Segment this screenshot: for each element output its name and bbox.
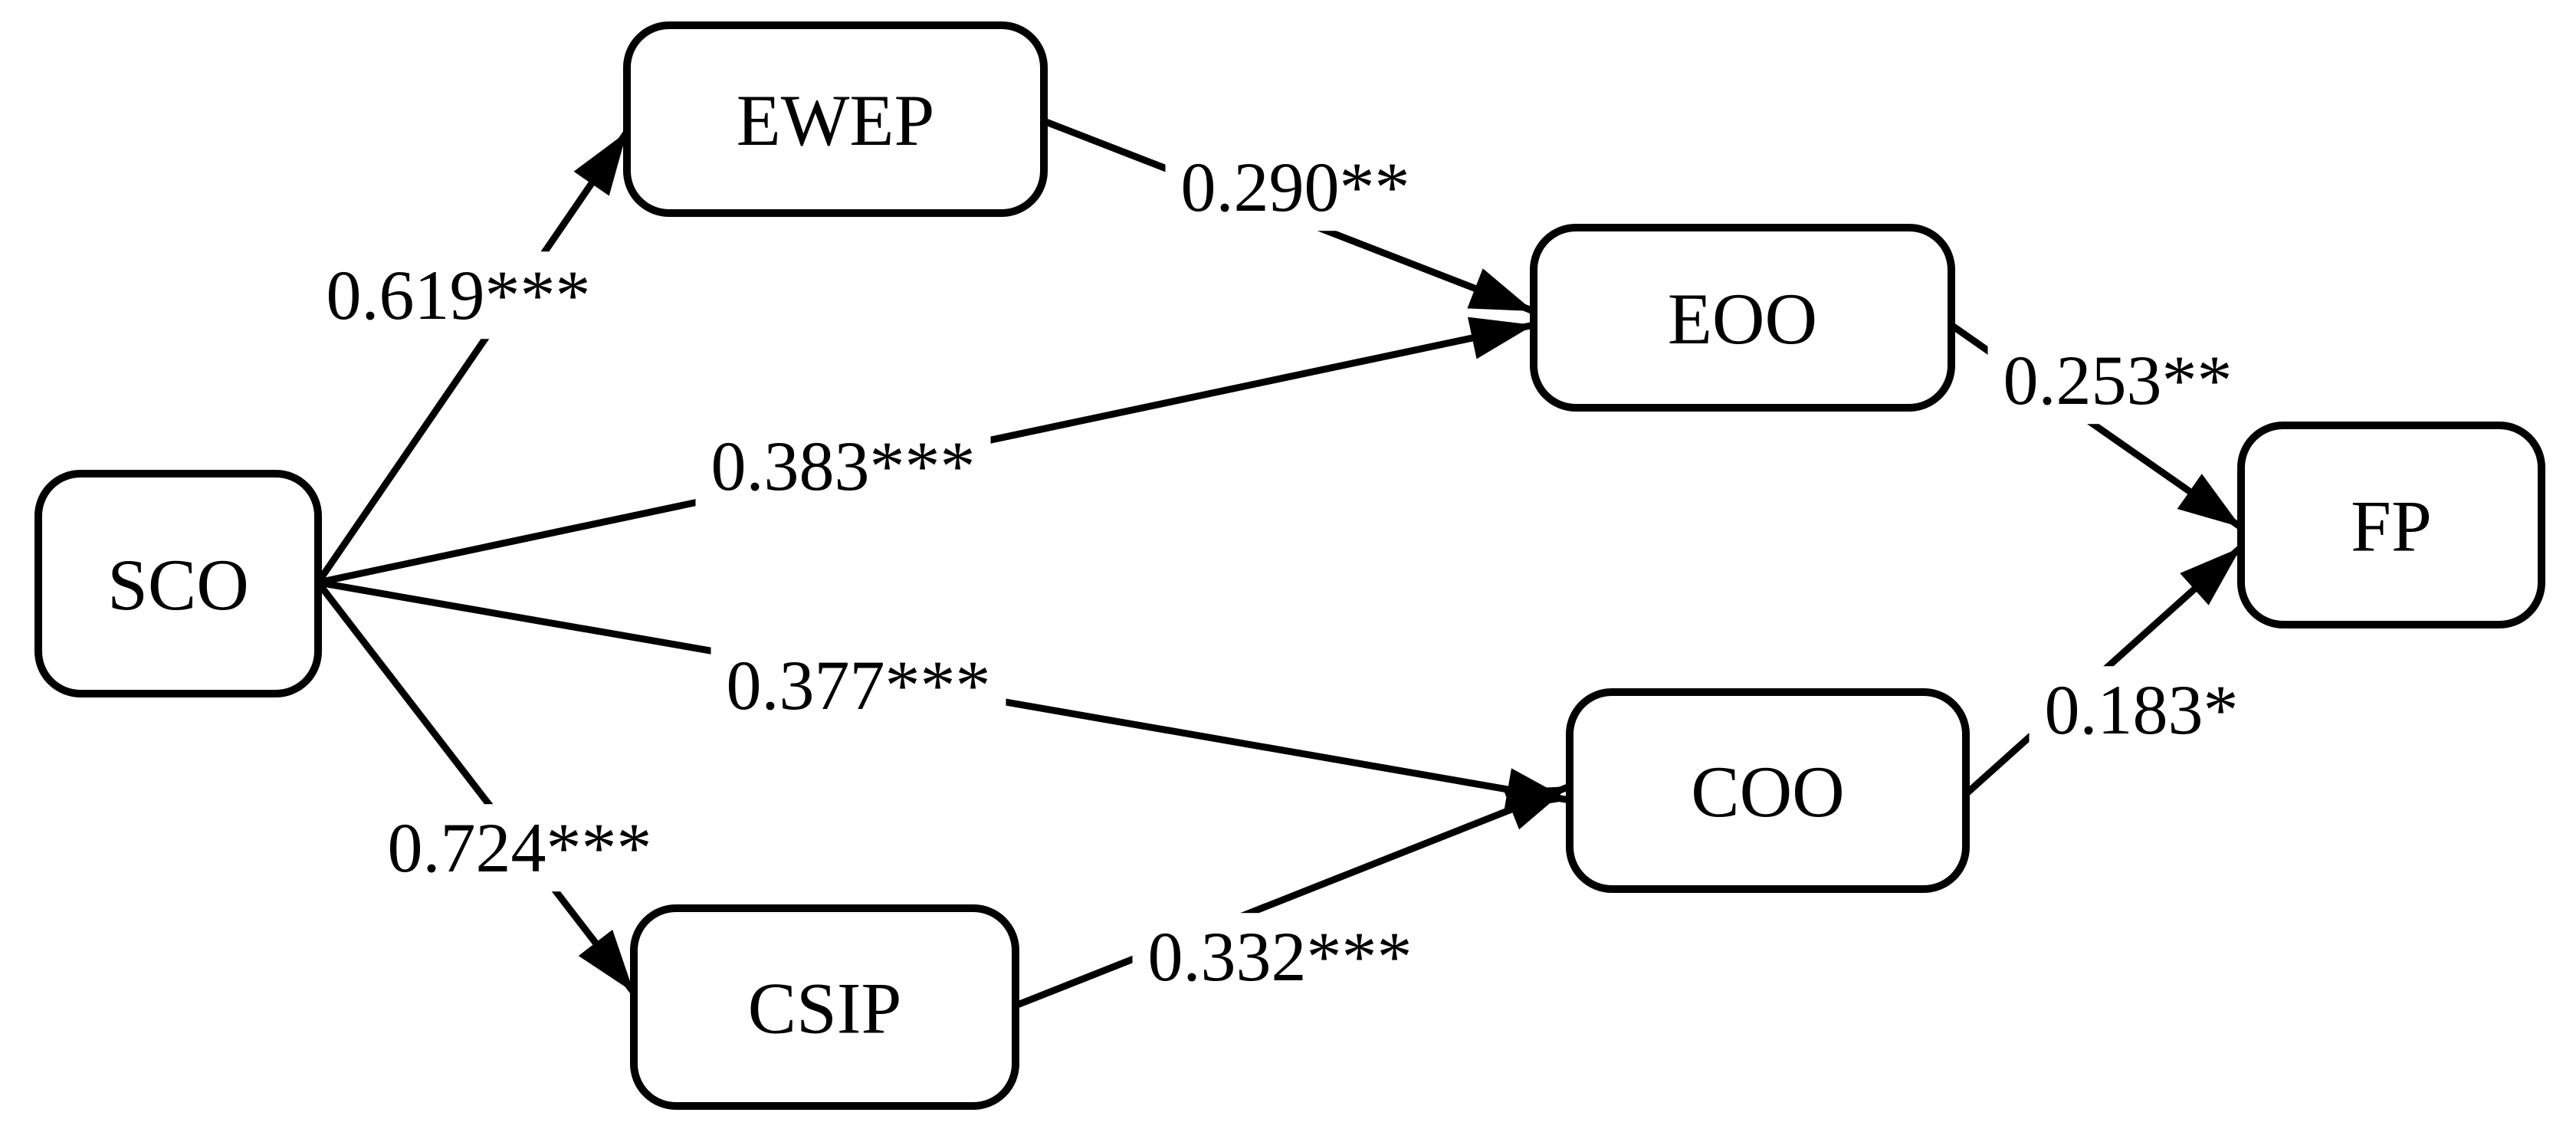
path-coefficient-label: 0.290** bbox=[1181, 148, 1410, 226]
node-box bbox=[623, 21, 1048, 217]
arrowhead-icon bbox=[578, 929, 634, 993]
path-coefficient-label: 0.724*** bbox=[388, 809, 652, 887]
edge-line bbox=[315, 130, 630, 585]
arrowhead-icon bbox=[1503, 786, 1570, 830]
path-coefficient-label-bg bbox=[1987, 336, 2248, 425]
node-label: SCO bbox=[107, 544, 249, 625]
path-coefficient-label: 0.332*** bbox=[1148, 917, 1413, 996]
path-coefficient-label-bg bbox=[695, 422, 991, 510]
path-coefficient-label-bg bbox=[1165, 143, 1426, 231]
node-box bbox=[34, 470, 322, 697]
arrowhead-icon bbox=[1467, 317, 1534, 359]
node-COO: COO bbox=[1566, 688, 1970, 893]
node-box bbox=[1530, 224, 1955, 412]
node-SCO: SCO bbox=[34, 470, 322, 697]
node-box bbox=[2237, 422, 2545, 628]
arrowhead-icon bbox=[1467, 268, 1534, 311]
arrowhead-icon bbox=[2180, 547, 2241, 605]
arrowhead-icon bbox=[2177, 474, 2241, 527]
path-coefficient-label-bg bbox=[372, 804, 668, 892]
path-coefficient-label: 0.253** bbox=[2003, 341, 2233, 419]
edge-SCO-EWEP bbox=[315, 130, 630, 585]
arrowhead-icon bbox=[573, 132, 627, 196]
path-coefficient-label: 0.183* bbox=[2045, 671, 2239, 749]
edge-line bbox=[1014, 783, 1571, 1009]
node-FP: FP bbox=[2237, 422, 2545, 628]
node-box bbox=[1566, 688, 1970, 893]
node-box bbox=[630, 904, 1019, 1110]
path-coefficient-label-bg bbox=[710, 642, 1006, 730]
path-coefficient-label: 0.377*** bbox=[727, 646, 991, 724]
path-coefficient-label-bg bbox=[1132, 913, 1428, 1001]
node-EWEP: EWEP bbox=[623, 21, 1048, 217]
node-label: EOO bbox=[1668, 278, 1817, 359]
path-coefficient-label: 0.383*** bbox=[711, 427, 976, 505]
edge-CSIP-COO bbox=[1014, 783, 1571, 1009]
path-coefficient-label: 0.619*** bbox=[327, 256, 591, 334]
node-label: EWEP bbox=[737, 80, 935, 161]
edge-labels-layer: 0.619*** 0.383*** 0.377*** 0.724*** 0.290** 0… bbox=[310, 143, 2254, 1001]
node-CSIP: CSIP bbox=[630, 904, 1019, 1110]
edge-SCO-CSIP bbox=[315, 580, 637, 995]
path-coefficient-label-bg bbox=[2029, 666, 2254, 754]
node-label: CSIP bbox=[748, 967, 902, 1048]
node-label: COO bbox=[1691, 751, 1845, 832]
node-EOO: EOO bbox=[1530, 224, 1955, 412]
node-label: FP bbox=[2351, 485, 2432, 566]
nodes-layer: SCO EWEP EOO COO CSIP FP bbox=[34, 21, 2545, 1110]
path-coefficient-label-bg bbox=[310, 251, 606, 340]
edge-line bbox=[315, 580, 637, 995]
